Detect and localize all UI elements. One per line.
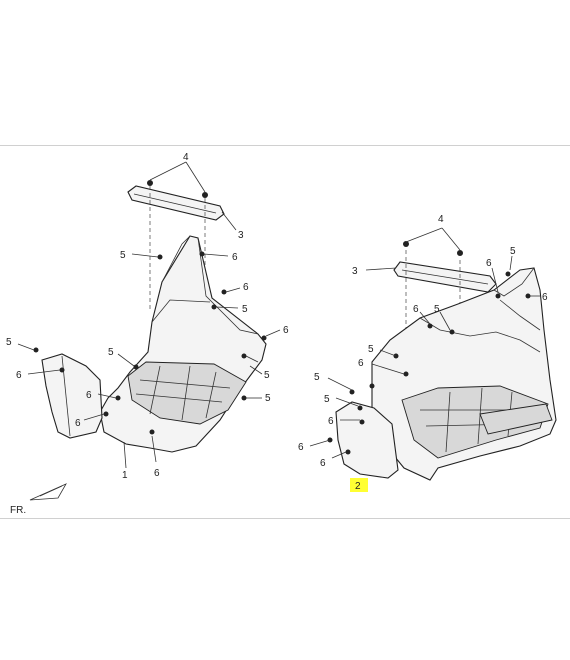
callout-6: 6 — [298, 442, 304, 453]
left-grab-bar — [127, 185, 225, 221]
callout-1: 1 — [122, 470, 128, 481]
callout-5: 5 — [368, 344, 374, 355]
callout-6: 6 — [486, 258, 492, 269]
callout-5: 5 — [510, 246, 516, 257]
left-footwell-assembly: 4 3 5 6 6 5 6 5 5 6 5 5 6 6 1 6 — [6, 152, 289, 481]
callout-5: 5 — [265, 393, 271, 404]
callout-5: 5 — [120, 250, 126, 261]
callout-6: 6 — [154, 468, 160, 479]
callout-5: 6 — [542, 292, 548, 303]
callout-3: 3 — [352, 266, 358, 277]
callout-6: 6 — [328, 416, 334, 427]
right-side-panel — [335, 401, 399, 479]
right-footwell-assembly: 4 3 6 5 6 6 5 5 6 5 5 6 6 6 2 — [298, 214, 557, 492]
callout-3: 3 — [238, 230, 244, 241]
callout-6: 6 — [86, 390, 92, 401]
callout-6: 6 — [75, 418, 81, 429]
callout-6: 6 — [413, 304, 419, 315]
direction-label: FR. — [10, 505, 26, 516]
callout-4: 4 — [438, 214, 444, 225]
diagram-frame — [0, 145, 570, 519]
right-grooved-strip — [479, 403, 553, 435]
callout-5: 5 — [264, 370, 270, 381]
callout-5: 5 — [6, 337, 12, 348]
callout-6: 6 — [16, 370, 22, 381]
callout-5: 5 — [314, 372, 320, 383]
callout-5: 5 — [108, 347, 114, 358]
callout-5: 5 — [242, 304, 248, 315]
right-tread-area — [401, 385, 549, 459]
callout-6: 6 — [358, 358, 364, 369]
callout-6: 6 — [232, 252, 238, 263]
callout-4: 4 — [183, 152, 189, 163]
callout-5: 5 — [434, 304, 440, 315]
highlight-callout-2 — [350, 478, 368, 492]
callout-6: 6 — [243, 282, 249, 293]
front-direction-arrow: FR. — [10, 483, 67, 516]
callout-6: 6 — [283, 325, 289, 336]
callout-6: 6 — [320, 458, 326, 469]
left-side-panel — [41, 353, 103, 439]
callout-2: 2 — [355, 481, 361, 492]
callout-5: 5 — [324, 394, 330, 405]
